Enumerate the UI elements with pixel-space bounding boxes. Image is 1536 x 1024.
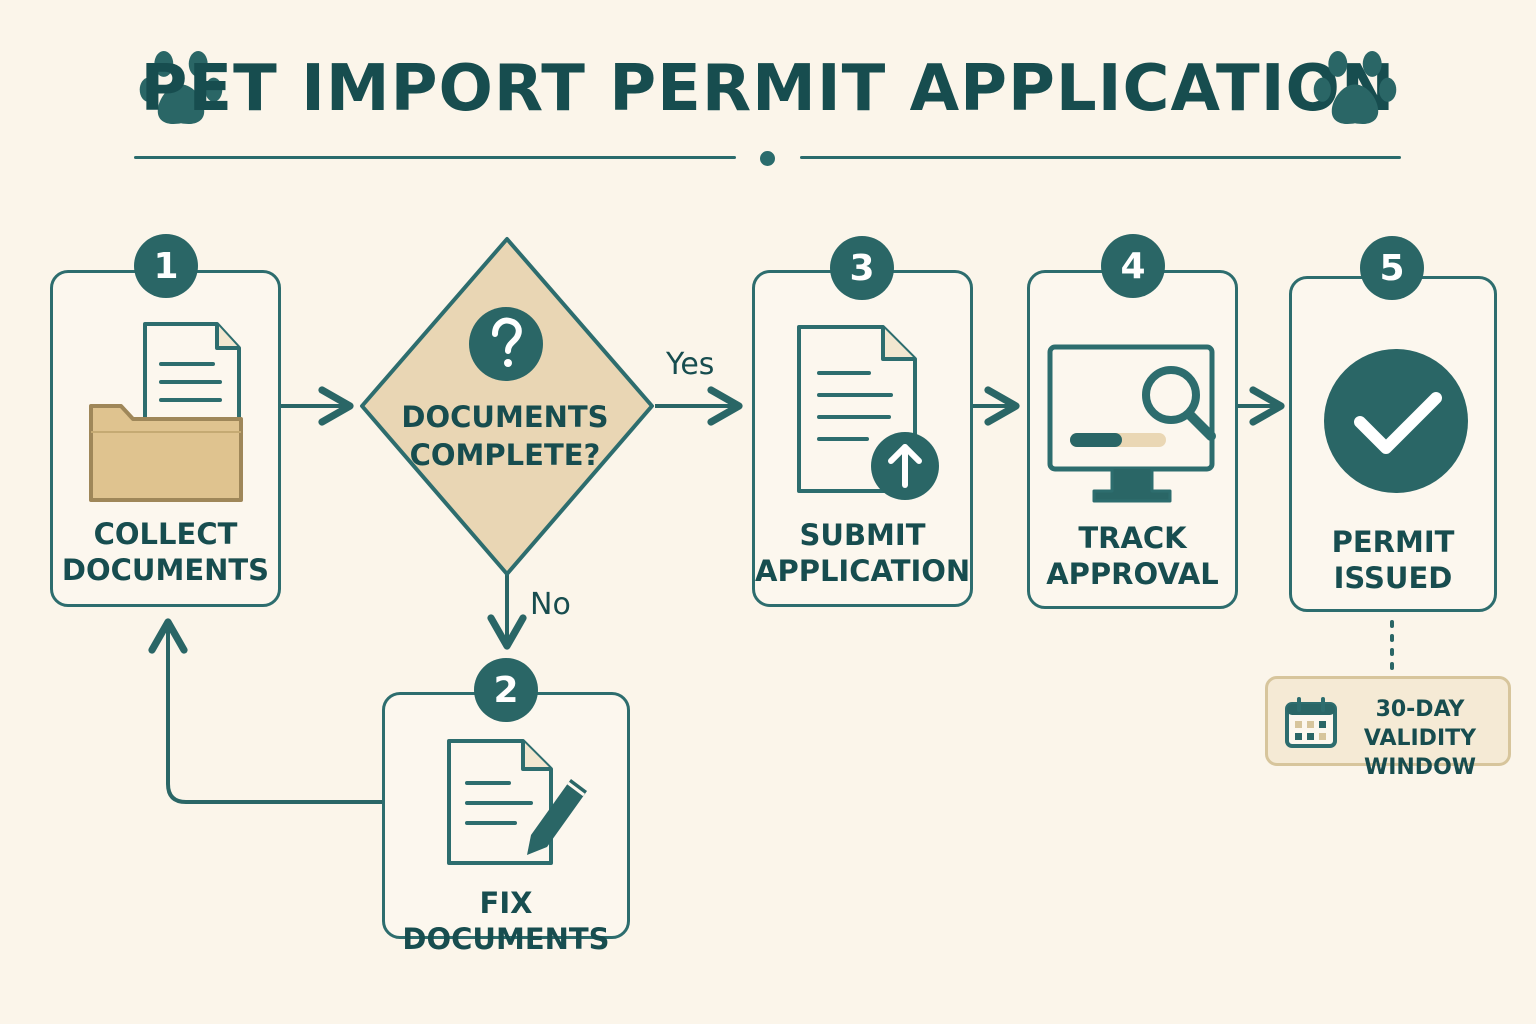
step-label-line-2: APPLICATION (755, 554, 971, 588)
step-label-line-2: DOCUMENTS (61, 553, 270, 587)
page-title: PET IMPORT PERMIT APPLICATION (140, 52, 1396, 126)
validity-window-note: 30-DAY VALIDITY WINDOW (1265, 676, 1511, 780)
step-badge-1: 1 (134, 234, 198, 298)
step-label: TRACK APPROVAL (1030, 520, 1235, 592)
step-label: PERMIT ISSUED (1292, 524, 1494, 596)
decision-label-line-2: COMPLETE? (409, 438, 601, 472)
document-upload-icon (793, 321, 943, 503)
header-divider-right (800, 156, 1401, 159)
step-label: FIX DOCUMENTS (402, 886, 610, 956)
step-card-collect-documents: COLLECT DOCUMENTS (50, 270, 281, 607)
step-label-line-2: ISSUED (1333, 561, 1453, 595)
validity-text-line-1: 30-DAY VALIDITY (1363, 697, 1477, 751)
header-divider-left (134, 156, 736, 159)
step-label-line-1: COLLECT (93, 517, 238, 551)
folder-with-document-icon (83, 316, 253, 506)
step-badge-5: 5 (1360, 236, 1424, 300)
step-badge-2: 2 (474, 658, 538, 722)
step-badge-4: 4 (1101, 234, 1165, 298)
decision-label: DOCUMENTS COMPLETE? (380, 398, 630, 474)
step-label-line-1: SUBMIT (799, 518, 926, 552)
paw-print-icon-left (138, 45, 224, 131)
question-icon (468, 306, 544, 382)
monitor-search-icon (1046, 337, 1222, 505)
checkmark-circle-icon (1322, 347, 1470, 495)
step-badge-3: 3 (830, 236, 894, 300)
step-card-fix-documents: FIX DOCUMENTS (382, 692, 630, 956)
header-divider-dot (760, 151, 775, 166)
step-card-permit-issued: PERMIT ISSUED (1289, 276, 1497, 612)
step-label-line-1: PERMIT (1331, 525, 1455, 559)
step-label-line-1: TRACK (1078, 521, 1187, 555)
yes-edge-label: Yes (666, 347, 715, 382)
no-edge-label: No (530, 587, 571, 622)
validity-text: 30-DAY VALIDITY WINDOW (1336, 695, 1504, 782)
step-card-submit-application: SUBMIT APPLICATION (752, 270, 973, 607)
step-label: SUBMIT APPLICATION (755, 517, 970, 589)
step-label: COLLECT DOCUMENTS (53, 516, 278, 588)
decision-label-line-1: DOCUMENTS (401, 400, 609, 434)
step-card-track-approval: TRACK APPROVAL (1027, 270, 1238, 609)
arrow-fix-back-to-collect (148, 618, 382, 804)
validity-text-line-2: WINDOW (1363, 755, 1477, 780)
paw-print-icon-right (1312, 45, 1398, 131)
calendar-icon (1284, 696, 1338, 750)
document-edit-icon (439, 737, 603, 869)
step-label-line-2: APPROVAL (1046, 557, 1219, 591)
